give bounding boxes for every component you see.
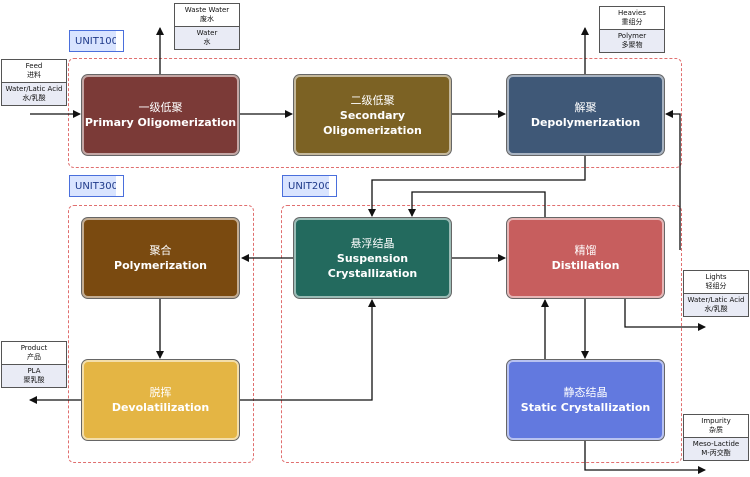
lights-content-cn: 水/乳酸 [704, 305, 728, 313]
static-crystallization-block[interactable]: 静态结晶 Static Crystallization [507, 360, 664, 440]
product-content-en: PLA [27, 367, 41, 375]
heavies-content-cn: 多聚物 [621, 41, 643, 49]
devolatilization-en: Devolatilization [111, 401, 210, 414]
suspension-crystallization-cn: 悬浮结晶 [350, 236, 395, 250]
unit300-boundary [68, 205, 254, 463]
distillation-en: Distillation [551, 259, 620, 272]
unit100-label: UNIT100 [69, 30, 124, 52]
depolymerization-en: Depolymerization [530, 116, 641, 129]
waste-label-cn: 废水 [200, 15, 214, 23]
primary-oligomerization-cn: 一级低聚 [138, 101, 183, 114]
waste-label-en: Waste Water [184, 6, 230, 14]
static-crystallization-en: Static Crystallization [520, 401, 651, 414]
polymerization-block[interactable]: 聚合 Polymerization [82, 218, 239, 298]
p3-p5-line [368, 154, 586, 217]
secondary-oligomerization-cn: 二级低聚 [350, 93, 395, 107]
feed-label-en: Feed [25, 62, 43, 70]
heavies-content-en: Polymer [617, 32, 647, 40]
lights-label-en: Lights [705, 273, 727, 281]
impurity-label-cn: 杂质 [709, 426, 723, 434]
unit200-label: UNIT200 [282, 175, 337, 197]
feed-label-cn: 进料 [27, 71, 41, 79]
secondary-oligomerization-block[interactable]: 二级低聚 Secondary Oligomerization [294, 75, 451, 155]
p7-p5-line [240, 299, 376, 401]
product-content-cn: 聚乳酸 [23, 376, 45, 384]
waste-content-cn: 水 [203, 38, 211, 46]
product-label-en: Product [20, 344, 48, 352]
impurity-line [584, 440, 706, 474]
lights-content-en: Water/Latic Acid [687, 296, 745, 304]
lights-line [624, 298, 706, 331]
p6-recycle-line [665, 110, 681, 250]
primary-oligomerization-block[interactable]: 一级低聚 Primary Oligomerization [82, 75, 239, 155]
depolymerization-block[interactable]: 解聚 Depolymerization [507, 75, 664, 155]
waste-content-en: Water [196, 29, 218, 37]
polymerization-cn: 聚合 [149, 244, 172, 257]
distillation-block[interactable]: 精馏 Distillation [507, 218, 664, 298]
depolymerization-cn: 解聚 [574, 101, 597, 114]
polymerization-en: Polymerization [114, 259, 207, 272]
suspension-crystallization-en: Suspension Crystallization [327, 251, 418, 280]
primary-oligomerization-en: Primary Oligomerization [84, 116, 237, 129]
impurity-content-cn: M-丙交酯 [701, 449, 731, 457]
unit300-label: UNIT300 [69, 175, 124, 197]
devolatilization-cn: 脱挥 [149, 386, 172, 399]
lights-label-cn: 轻组分 [705, 282, 727, 290]
impurity-content-en: Meso-Lactide [692, 440, 740, 448]
impurity-label-en: Impurity [701, 417, 731, 425]
unit100-boundary [68, 58, 682, 168]
heavies-label-en: Heavies [618, 9, 646, 17]
heavies-label-cn: 重组分 [621, 18, 643, 26]
p6-p5-line [408, 191, 546, 218]
feed-content-cn: 水/乳酸 [22, 94, 46, 102]
unit200-boundary [281, 205, 682, 463]
secondary-oligomerization-en: Secondary Oligomerization [323, 108, 422, 137]
devolatilization-block[interactable]: 脱挥 Devolatilization [82, 360, 239, 440]
distillation-cn: 精馏 [574, 244, 597, 257]
suspension-crystallization-block[interactable]: 悬浮结晶 Suspension Crystallization [294, 218, 451, 298]
static-crystallization-cn: 静态结晶 [563, 386, 608, 399]
product-label-cn: 产品 [27, 353, 41, 361]
feed-content-en: Water/Latic Acid [5, 85, 63, 93]
